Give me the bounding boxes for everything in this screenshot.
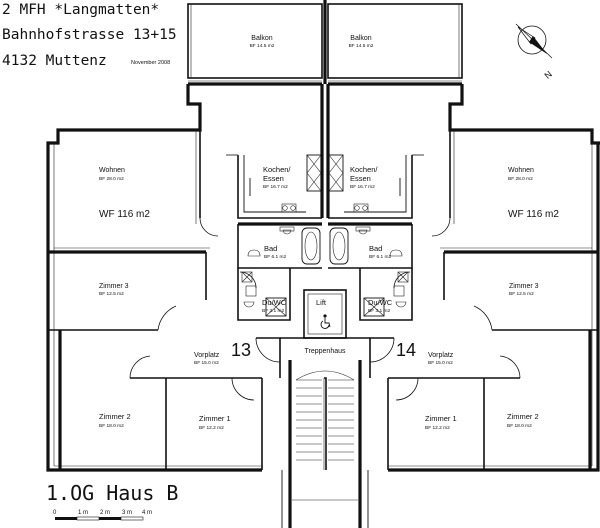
svg-text:Balkon: Balkon xyxy=(350,35,372,42)
room-wohnen-right: Wohnen BF 28.0 m2 WF 116 m2 xyxy=(508,167,559,220)
room-kochen-right: Kochen/ Essen BF 16.7 m2 xyxy=(350,165,378,190)
room-vorplatz-right: Vorplatz BF 15.0 m2 xyxy=(428,352,454,366)
stairwell xyxy=(280,337,370,528)
scale-label-3: 3 m xyxy=(122,510,132,516)
svg-text:Balkon: Balkon xyxy=(251,35,273,42)
project-city: 4132 Muttenz xyxy=(2,53,107,69)
project-title: 2 MFH *Langmatten* xyxy=(2,2,159,18)
svg-text:Zimmer 2: Zimmer 2 xyxy=(507,412,539,421)
wheelchair-icon xyxy=(320,314,331,329)
svg-text:Wohnen: Wohnen xyxy=(508,167,534,174)
room-bad-right: Bad BF 6.1 m2 xyxy=(369,244,391,260)
svg-text:Zimmer 1: Zimmer 1 xyxy=(425,414,457,423)
svg-text:Kochen/: Kochen/ xyxy=(350,165,378,174)
svg-text:BF 12.5 m2: BF 12.5 m2 xyxy=(509,291,534,297)
room-zimmer2-right: Zimmer 2 BF 18.0 m2 xyxy=(507,412,539,429)
room-balkon-right: Balkon BF 14.5 m2 xyxy=(349,35,374,49)
room-wohnen-left: Wohnen BF 28.0 m2 WF 116 m2 xyxy=(99,167,150,220)
room-zimmer3-left: Zimmer 3 BF 12.5 m2 xyxy=(99,283,129,297)
room-balkon-left: Balkon BF 14.5 m2 xyxy=(250,35,275,49)
svg-text:BF 6.1 m2: BF 6.1 m2 xyxy=(264,254,286,260)
svg-text:Vorplatz: Vorplatz xyxy=(194,352,220,359)
room-zimmer1-right: Zimmer 1 BF 12.2 m2 xyxy=(425,414,457,431)
svg-text:Essen: Essen xyxy=(263,174,284,183)
unit-number-right: 14 xyxy=(396,340,416,360)
svg-text:BF 14.5 m2: BF 14.5 m2 xyxy=(250,43,275,49)
svg-text:BF 12.2 m2: BF 12.2 m2 xyxy=(199,425,224,431)
svg-text:BF 3.1 m2: BF 3.1 m2 xyxy=(262,308,284,314)
svg-text:WF 116 m2: WF 116 m2 xyxy=(99,209,150,220)
scale-label-0: 0 xyxy=(53,510,57,516)
svg-text:Wohnen: Wohnen xyxy=(99,167,125,174)
svg-text:Zimmer 2: Zimmer 2 xyxy=(99,412,131,421)
svg-text:Zimmer 3: Zimmer 3 xyxy=(509,283,539,290)
svg-text:BF 3.1 m2: BF 3.1 m2 xyxy=(368,308,390,314)
room-duwc-left: Du/WC BF 3.1 m2 xyxy=(262,298,287,314)
project-date: November 2008 xyxy=(131,60,170,66)
svg-text:BF 28.0 m2: BF 28.0 m2 xyxy=(508,176,533,182)
scale-bar: 0 1 m 2 m 3 m 4 m xyxy=(53,510,152,521)
svg-text:BF 12.2 m2: BF 12.2 m2 xyxy=(425,425,450,431)
svg-text:Bad: Bad xyxy=(369,244,382,253)
svg-text:Zimmer 3: Zimmer 3 xyxy=(99,283,129,290)
svg-text:BF 18.0 m2: BF 18.0 m2 xyxy=(507,423,532,429)
svg-text:BF 16.7 m2: BF 16.7 m2 xyxy=(350,184,375,190)
svg-text:BF 6.1 m2: BF 6.1 m2 xyxy=(369,254,391,260)
svg-text:BF 14.5 m2: BF 14.5 m2 xyxy=(349,43,374,49)
room-duwc-right: Du/WC BF 3.1 m2 xyxy=(368,298,393,314)
svg-text:BF 18.0 m2: BF 18.0 m2 xyxy=(99,423,124,429)
svg-text:Vorplatz: Vorplatz xyxy=(428,352,454,359)
balkon-left-outline xyxy=(187,3,323,82)
room-kochen-left: Kochen/ Essen BF 16.7 m2 xyxy=(263,165,291,190)
scale-label-1: 1 m xyxy=(78,510,88,516)
room-treppenhaus: Treppenhaus xyxy=(305,348,346,355)
room-zimmer3-right: Zimmer 3 BF 12.5 m2 xyxy=(509,283,539,297)
unit-number-left: 13 xyxy=(231,340,251,360)
svg-text:Du/WC: Du/WC xyxy=(368,298,393,307)
svg-text:BF 12.5 m2: BF 12.5 m2 xyxy=(99,291,124,297)
floor-title: 1.OG Haus B xyxy=(46,481,178,505)
balkon-right-outline xyxy=(327,3,463,82)
room-vorplatz-left: Vorplatz BF 15.0 m2 xyxy=(194,352,220,366)
svg-text:BF 15.0 m2: BF 15.0 m2 xyxy=(194,360,219,366)
svg-text:Kochen/: Kochen/ xyxy=(263,165,291,174)
room-lift: Lift xyxy=(316,298,327,307)
svg-text:BF 16.7 m2: BF 16.7 m2 xyxy=(263,184,288,190)
scale-label-2: 2 m xyxy=(100,510,110,516)
room-bad-left: Bad BF 6.1 m2 xyxy=(264,244,286,260)
project-address: Bahnhofstrasse 13+15 xyxy=(2,27,177,43)
svg-text:Bad: Bad xyxy=(264,244,277,253)
compass-icon xyxy=(515,23,553,59)
svg-text:Essen: Essen xyxy=(350,174,371,183)
room-zimmer1-left: Zimmer 1 BF 12.2 m2 xyxy=(199,414,231,431)
svg-text:Du/WC: Du/WC xyxy=(262,298,287,307)
svg-text:BF 15.0 m2: BF 15.0 m2 xyxy=(428,360,453,366)
room-zimmer2-left: Zimmer 2 BF 18.0 m2 xyxy=(99,412,131,429)
svg-text:Zimmer 1: Zimmer 1 xyxy=(199,414,231,423)
right-unit-walls xyxy=(328,130,598,470)
scale-label-4: 4 m xyxy=(142,510,152,516)
north-label: N xyxy=(542,69,553,81)
svg-text:WF 116 m2: WF 116 m2 xyxy=(508,209,559,220)
svg-text:BF 28.0 m2: BF 28.0 m2 xyxy=(99,176,124,182)
central-core-walls xyxy=(306,84,344,218)
